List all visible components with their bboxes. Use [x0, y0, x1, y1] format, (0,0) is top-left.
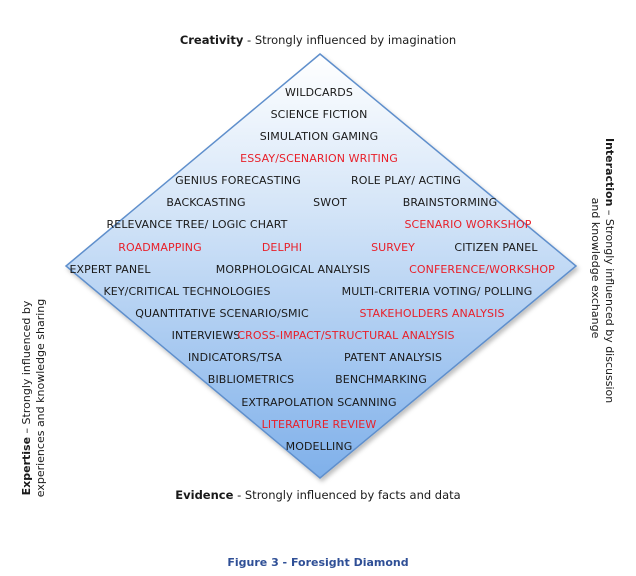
term-relevance-tree: RELEVANCE TREE/ LOGIC CHART: [106, 218, 288, 231]
evidence-axis-label: Evidence - Strongly influenced by facts …: [0, 488, 636, 502]
term-essay-scenario-writing: ESSAY/SCENARION WRITING: [240, 152, 398, 165]
term-roadmapping: ROADMAPPING: [118, 241, 202, 254]
term-multi-criteria-voting: MULTI-CRITERIA VOTING/ POLLING: [341, 285, 533, 298]
evidence-label: Evidence: [175, 488, 234, 502]
term-simulation-gaming: SIMULATION GAMING: [259, 130, 379, 143]
term-conference-workshop: CONFERENCE/WORKSHOP: [409, 263, 555, 276]
term-morphological-analysis: MORPHOLOGICAL ANALYSIS: [215, 263, 371, 276]
evidence-description: - Strongly influenced by facts and data: [233, 488, 461, 502]
expertise-axis-label: Expertise – Strongly influenced by exper…: [20, 268, 48, 528]
term-cross-impact: CROSS-IMPACT/STRUCTURAL ANALYSIS: [237, 329, 455, 342]
term-quantitative-scenario: QUANTITATIVE SCENARIO/SMIC: [135, 307, 309, 320]
term-science-fiction: SCIENCE FICTION: [270, 108, 368, 121]
term-key-critical-technologies: KEY/CRITICAL TECHNOLOGIES: [103, 285, 271, 298]
creativity-label: Creativity: [179, 33, 244, 47]
term-literature-review: LITERATURE REVIEW: [261, 418, 377, 431]
term-citizen-panel: CITIZEN PANEL: [454, 241, 538, 254]
interaction-description-2: and knowledge exchange: [589, 197, 602, 339]
term-survey: SURVEY: [371, 241, 415, 254]
interaction-axis-label: Interaction – Strongly influenced by dis…: [588, 138, 616, 403]
term-role-play-acting: ROLE PLAY/ ACTING: [351, 174, 461, 187]
term-brainstorming: BRAINSTORMING: [402, 196, 498, 209]
term-wildcards: WILDCARDS: [285, 86, 353, 99]
term-interviews: INTERVIEWS: [171, 329, 241, 342]
term-scenario-workshop: SCENARIO WORKSHOP: [404, 218, 532, 231]
creativity-description: - Strongly influenced by imagination: [243, 33, 457, 47]
creativity-axis-label: Creativity - Strongly influenced by imag…: [0, 33, 636, 47]
term-genius-forecasting: GENIUS FORECASTING: [175, 174, 301, 187]
diamond-shape: [64, 53, 578, 479]
term-patent-analysis: PATENT ANALYSIS: [343, 351, 443, 364]
term-bibliometrics: BIBLIOMETRICS: [207, 373, 295, 386]
term-swot: SWOT: [313, 196, 347, 209]
term-stakeholders-analysis: STAKEHOLDERS ANALYSIS: [359, 307, 505, 320]
term-extrapolation-scanning: EXTRAPOLATION SCANNING: [241, 396, 397, 409]
term-indicators-tsa: INDICATORS/TSA: [187, 351, 283, 364]
term-benchmarking: BENCHMARKING: [335, 373, 427, 386]
interaction-description-1: – Strongly influenced by discussion: [603, 206, 616, 404]
expertise-description-1: – Strongly influenced by: [20, 300, 33, 437]
expertise-description-2: experiences and knowledge sharing: [34, 298, 47, 498]
term-delphi: DELPHI: [261, 241, 303, 254]
expertise-label: Expertise: [20, 436, 33, 496]
interaction-label: Interaction: [603, 138, 616, 207]
term-expert-panel: EXPERT PANEL: [69, 263, 151, 276]
figure-caption: Figure 3 - Foresight Diamond: [227, 556, 409, 569]
term-backcasting: BACKCASTING: [166, 196, 246, 209]
term-modelling: MODELLING: [285, 440, 353, 453]
